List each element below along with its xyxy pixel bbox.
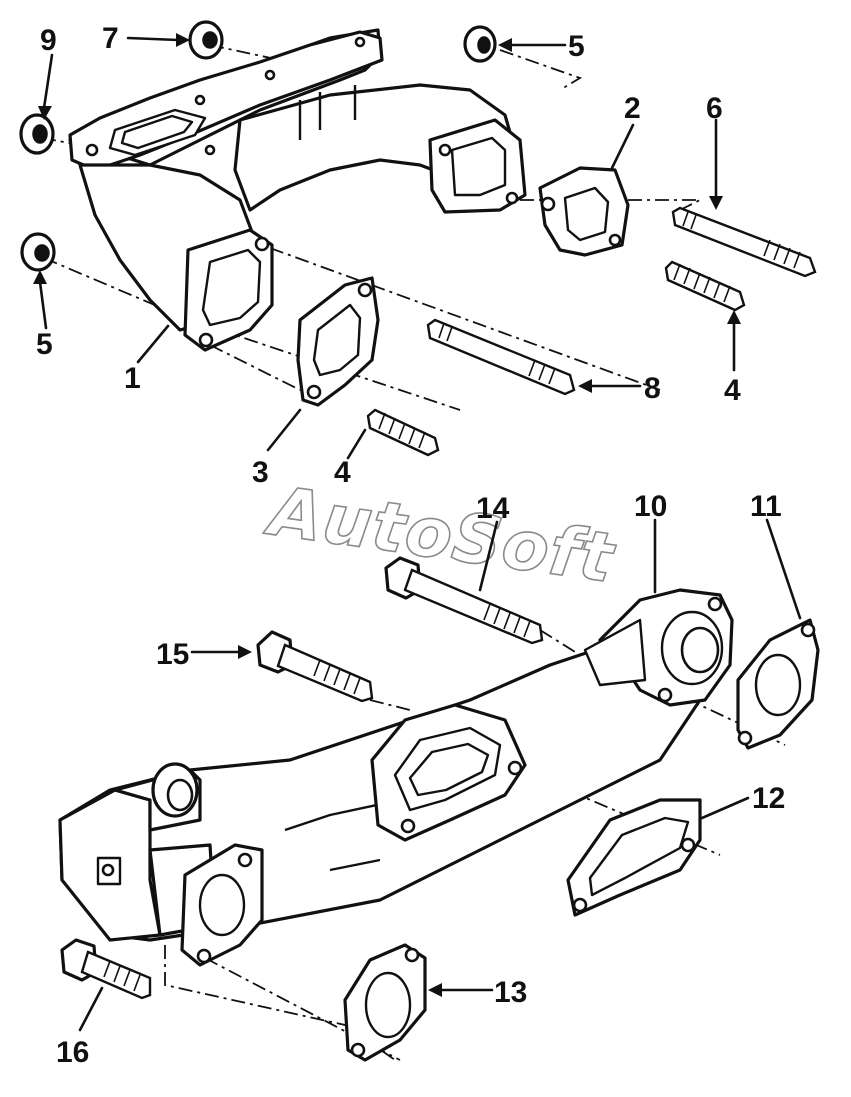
nut-7 [188,20,224,60]
callout-14: 14 [476,492,510,525]
alignment-line [209,344,301,391]
stud-6 [671,206,817,278]
callout-1: 1 [124,362,141,395]
bolt-15 [256,630,374,703]
upper-assembly [19,20,817,457]
callout-2: 2 [624,92,641,125]
callout-10: 10 [634,490,667,523]
callout-9: 9 [40,24,57,57]
alignment-line [499,49,583,91]
callouts: 9 7 5 5 1 2 6 8 4 3 4 14 10 11 15 12 13 … [36,22,785,1069]
callout-11: 11 [750,490,782,523]
callout-13: 13 [494,976,527,1009]
gasket-2 [538,166,630,257]
callout-12: 12 [752,782,785,815]
callout-15: 15 [156,638,189,671]
nut-5-left [20,232,56,272]
gasket-13 [343,943,427,1062]
stud-4-upper [664,260,746,312]
bolt-14 [384,556,544,645]
callout-5-left: 5 [36,328,53,361]
callout-16: 16 [56,1036,89,1069]
exhaust-manifold [68,28,527,352]
gasket-11 [736,618,820,750]
callout-4-right: 4 [724,374,741,407]
stud-4-lower [366,408,440,457]
callout-8: 8 [644,372,661,405]
lower-assembly [58,556,820,1062]
leaders [33,33,802,1032]
callout-4-lower: 4 [334,456,351,489]
bolt-16 [60,938,152,1000]
callout-6: 6 [706,92,723,125]
gasket-3 [296,276,380,407]
alignment-line [269,247,661,391]
nut-9 [19,113,55,155]
callout-3: 3 [252,456,269,489]
alignment-line [369,699,411,711]
exhaust-manifold-10 [58,588,734,967]
gasket-12 [566,798,702,917]
callout-5-upper: 5 [568,30,585,63]
stud-8 [426,318,576,396]
nut-5-upper [463,25,497,63]
callout-7: 7 [102,22,119,55]
watermark: AutoSoft [260,472,620,599]
